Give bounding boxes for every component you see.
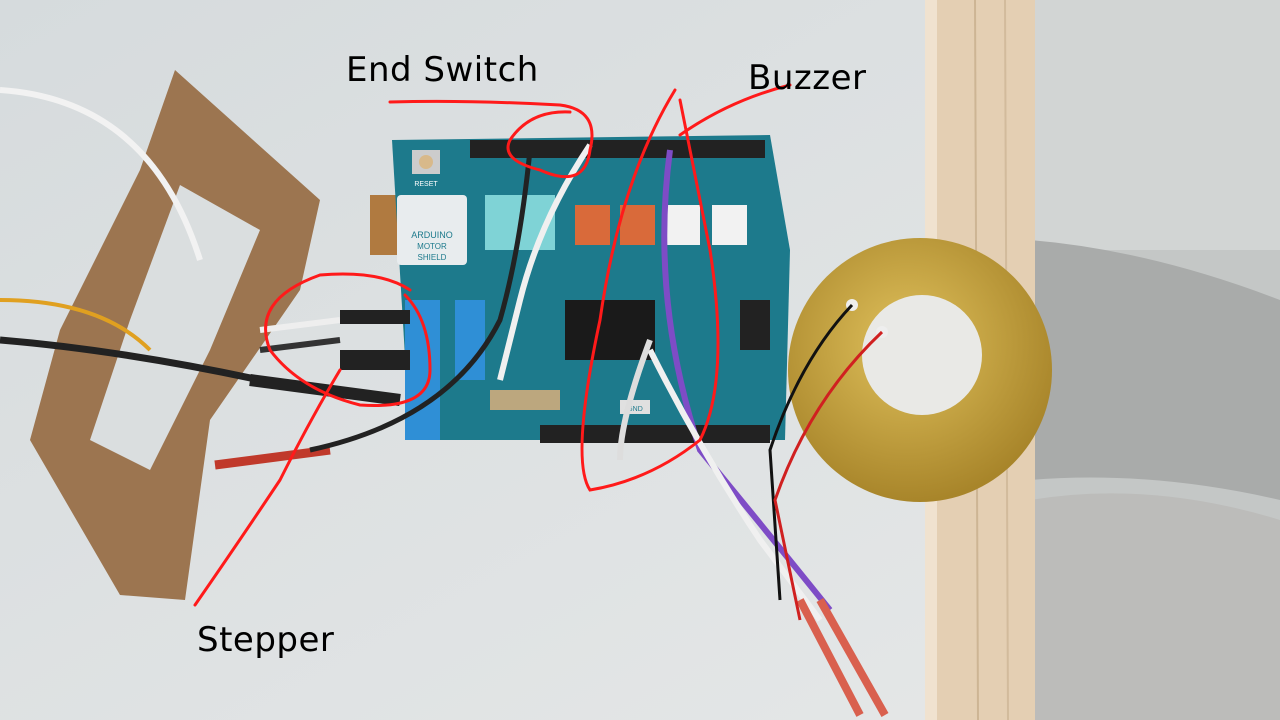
annotation-end-switch: End Switch — [346, 50, 539, 90]
logo-brand-text: ARDUINO — [411, 230, 453, 240]
logo-line2-text: SHIELD — [418, 253, 447, 262]
cardboard-frame — [30, 70, 320, 600]
arduino-logo — [397, 195, 467, 265]
logo-line1-text: MOTOR — [417, 242, 447, 251]
annotation-strokes — [193, 83, 792, 607]
driver-chip — [565, 300, 655, 360]
blurred-arm — [1030, 240, 1280, 500]
reset-label: RESET — [414, 181, 438, 188]
annotation-buzzer: Buzzer — [748, 58, 867, 98]
header-bottom — [540, 425, 770, 443]
motor-shield-board: ARDUINO MOTOR SHIELD RESET GND — [340, 135, 790, 443]
header-top — [470, 140, 765, 158]
piezo-buzzer — [768, 238, 1052, 621]
annotation-stepper: Stepper — [197, 620, 335, 660]
gnd-label: GND — [627, 406, 643, 413]
